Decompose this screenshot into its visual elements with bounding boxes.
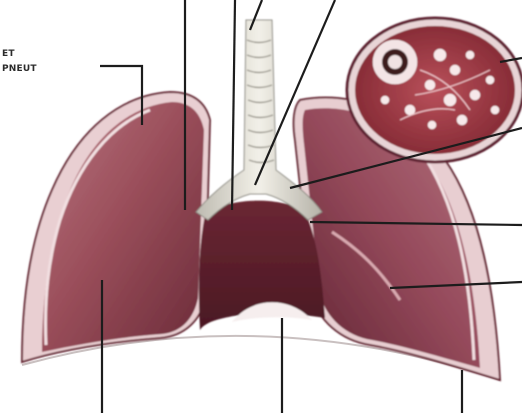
cutoff-label-top: ET	[2, 49, 15, 60]
magnified-alveoli-inset	[347, 18, 522, 162]
cutoff-label-bottom: PNEUT	[2, 64, 37, 75]
